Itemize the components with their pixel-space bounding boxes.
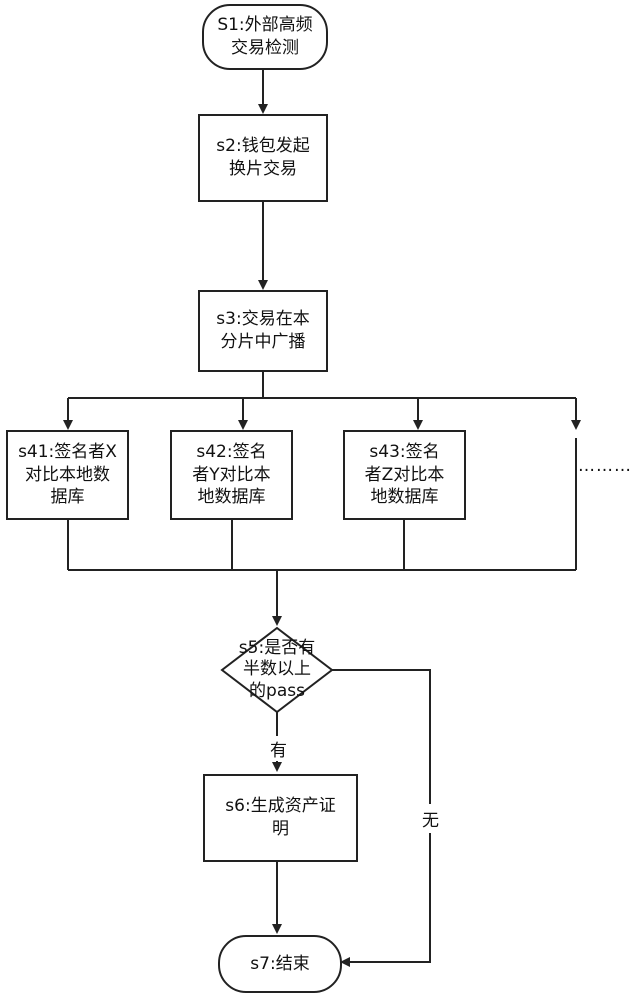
process-node-s6: s6:生成资产证 明 (203, 774, 358, 862)
more-signers-ellipsis: ……… (578, 456, 632, 476)
edge-label-no: 无 (420, 804, 441, 833)
process-node-s3: s3:交易在本 分片中广播 (198, 290, 328, 372)
end-node-s7: s7:结束 (218, 935, 342, 993)
process-node-s43: s43:签名 者Z对比本 地数据库 (343, 430, 466, 520)
process-node-s42: s42:签名 者Y对比本 地数据库 (170, 430, 293, 520)
edge-label-yes: 有 (268, 736, 289, 761)
decision-node-s5: s5:是否有 半数以上 的pass (238, 638, 316, 701)
process-node-s2: s2:钱包发起 换片交易 (198, 114, 328, 202)
start-node-s1: S1:外部高频 交易检测 (202, 4, 328, 70)
process-node-s41: s41:签名者X 对比本地数 据库 (6, 430, 129, 520)
